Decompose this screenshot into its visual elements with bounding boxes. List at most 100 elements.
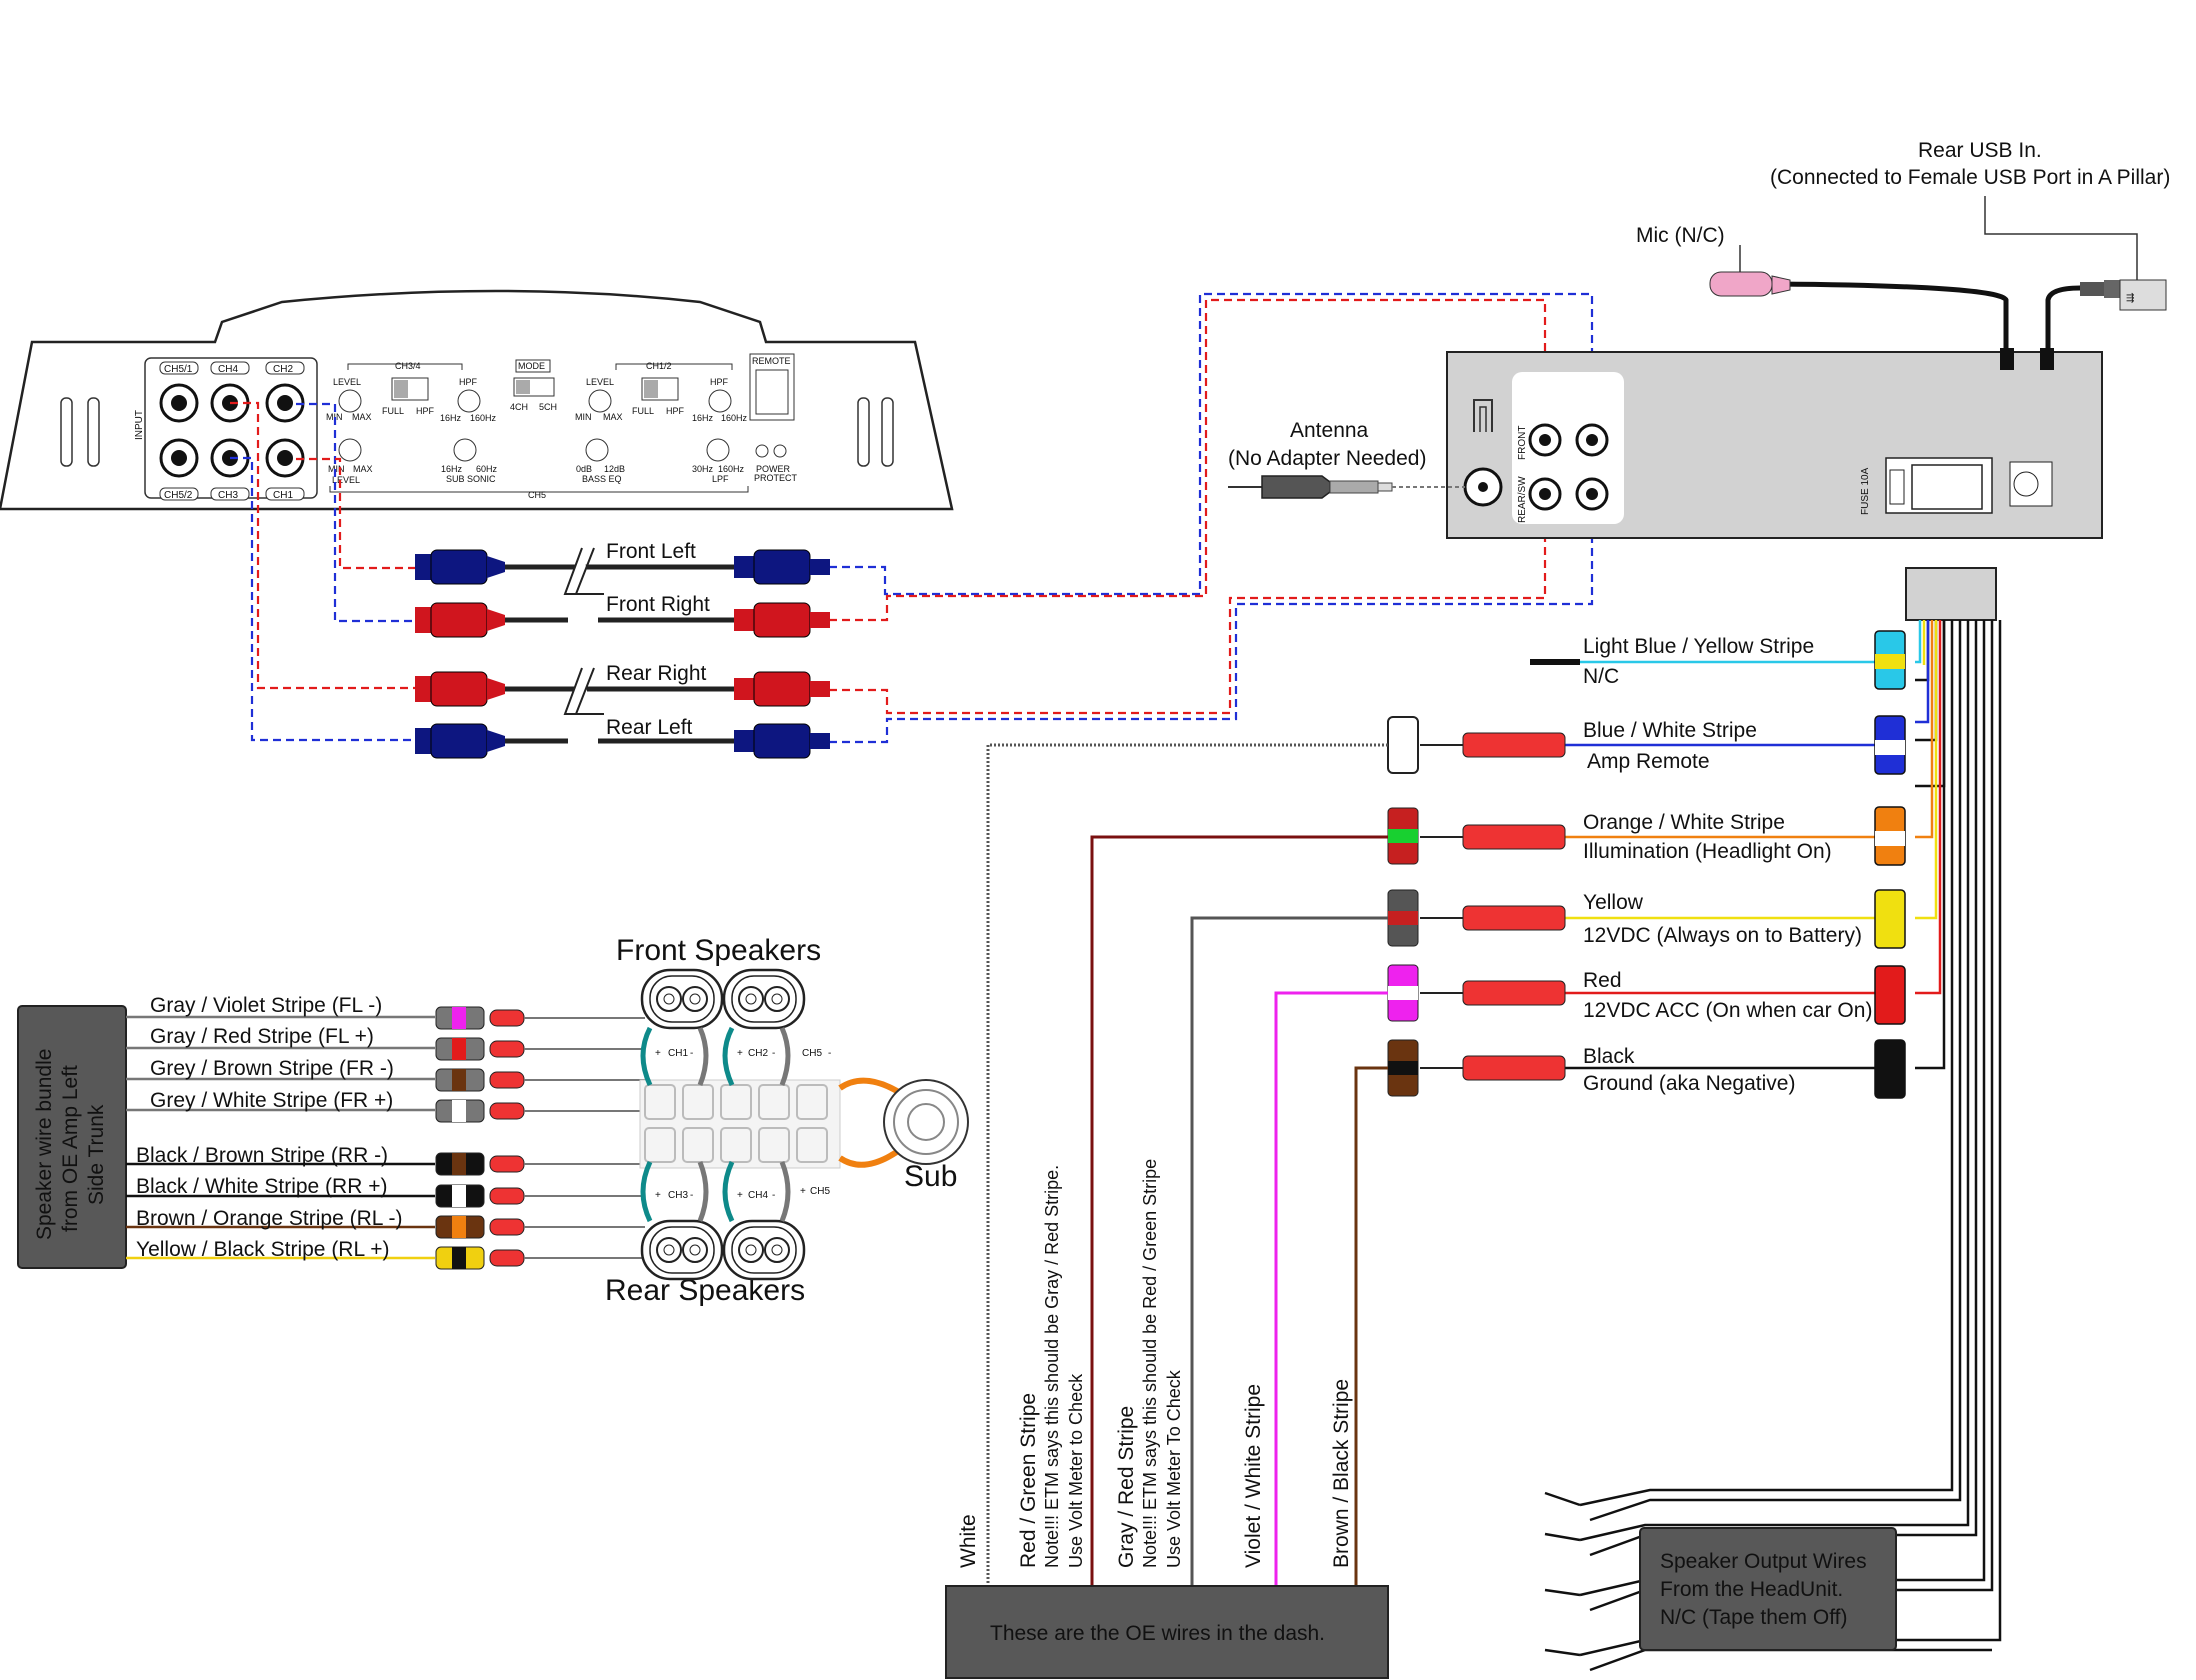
ch3-speaker-label: CH3 [668, 1190, 688, 1201]
harness-label-lightblue: Light Blue / Yellow Stripe [1583, 635, 1814, 658]
full-label-12: FULL [632, 406, 654, 416]
speaker-bundle-box [17, 1005, 127, 1269]
plus-ch4: + [737, 1190, 743, 1201]
hz16-label-sub: 16Hz [441, 464, 463, 474]
speaker-output-line2: From the HeadUnit. [1660, 1578, 1843, 1601]
plus-ch5: + [800, 1186, 806, 1197]
oe-note-gray-red: Note!!! ETM says this should be Red / Gr… [1140, 1159, 1160, 1568]
rca-signal-lines [230, 292, 1594, 744]
rca-label-rear-left: Rear Left [606, 716, 693, 739]
ch2-speaker-label: CH2 [748, 1048, 768, 1059]
ch5-speaker-label-top: CH5 [802, 1048, 822, 1059]
ch1-label: CH1 [273, 490, 293, 501]
mic-plug [1709, 271, 1773, 297]
head-unit-rca-jack [1528, 423, 1609, 511]
ch34-label: CH3/4 [395, 361, 421, 371]
protect-label: PROTECT [754, 473, 798, 483]
harness-label-blue: Blue / White Stripe [1583, 719, 1757, 742]
speaker-rear-left [640, 1219, 724, 1281]
minus-ch4: - [772, 1190, 775, 1201]
speaker-front-left [640, 968, 724, 1030]
mic-and-usb: Mic (N/C) ⇶ Rear USB In. (Connected to F… [1636, 139, 2170, 350]
ch51-label: CH5/1 [164, 364, 193, 375]
mode-4ch: 4CH [510, 402, 528, 412]
oe-label-red-green: Red / Green Stripe [1017, 1393, 1040, 1568]
max-label-b: MAX [353, 464, 373, 474]
harness-wire-black: Black Ground (aka Negative) [1565, 1039, 1906, 1099]
harness-desc-blue: Amp Remote [1587, 750, 1710, 773]
oe-label-gray-red: Gray / Red Stripe [1115, 1406, 1138, 1568]
harness-desc-yellow: 12VDC (Always on to Battery) [1583, 924, 1862, 947]
bundle-label-2: from OE Amp Left [59, 1065, 82, 1232]
rear-sw-label: REAR/SW [1517, 476, 1528, 523]
oe-note-gray-red-check: Use Volt Meter To Check [1164, 1369, 1184, 1568]
harness-wire-blue: Blue / White Stripe Amp Remote [1565, 715, 1906, 775]
speaker-wire-label-8: Yellow / Black Stripe (RL +) [136, 1238, 389, 1261]
rca-cable-front-right [415, 602, 830, 638]
rca-label-front-left: Front Left [606, 540, 696, 563]
ch52-label: CH5/2 [164, 490, 193, 501]
minus-ch3: - [690, 1190, 693, 1201]
wiring-harness: Speaker Output Wires From the HeadUnit. … [1530, 567, 2002, 1672]
speaker-wire-label-2: Gray / Red Stripe (FL +) [150, 1025, 374, 1048]
minus-ch2: - [772, 1048, 775, 1059]
sub-label: Sub [904, 1160, 957, 1193]
mode-5ch: 5CH [539, 402, 557, 412]
antenna-label: Antenna [1290, 419, 1369, 442]
max-label-12: MAX [603, 412, 623, 422]
hz160-label-34: 160Hz [470, 413, 497, 423]
oe-dash-wires: These are the OE wires in the dash. Whit… [945, 716, 1566, 1679]
power-label: POWER [756, 464, 791, 474]
min-label-b: MIN [328, 464, 345, 474]
bass-eq-label: BASS EQ [582, 474, 622, 484]
amplifier: INPUT CH5/1 CH4 CH2 CH5/2 CH3 CH1 LEVEL … [0, 289, 954, 511]
ch2-label: CH2 [273, 364, 293, 375]
oe-note-red-green-check: Use Volt Meter to Check [1066, 1373, 1086, 1568]
bundle-label-3: Side Trunk [85, 1104, 108, 1205]
usb-icon: ⇶ [2126, 292, 2134, 304]
ch5-label: CH5 [528, 490, 546, 500]
hpf-label-12b: HPF [710, 377, 729, 387]
bundle-label-1: Speaker wire bundle [33, 1049, 56, 1240]
harness-label-orange: Orange / White Stripe [1583, 811, 1785, 834]
harness-desc-lightblue: N/C [1583, 665, 1619, 688]
ch5-speaker-label-bottom: CH5 [810, 1186, 830, 1197]
speaker-wire-label-1: Gray / Violet Stripe (FL -) [150, 994, 382, 1017]
subwoofer [883, 1079, 969, 1165]
antenna-plug: Antenna (No Adapter Needed) [1228, 419, 1465, 499]
speaker-output-line3: N/C (Tape them Off) [1660, 1606, 1848, 1629]
level-label-b: LEVEL [332, 475, 360, 485]
minus-ch1: - [690, 1048, 693, 1059]
speaker-output-box [1639, 1527, 1897, 1651]
rca-cable-rear-left [415, 723, 830, 759]
hz160-label-12: 160Hz [721, 413, 748, 423]
oe-label-white: White [957, 1514, 980, 1568]
speaker-wire-label-7: Brown / Orange Stripe (RL -) [136, 1207, 402, 1230]
speaker-front-right [722, 968, 806, 1030]
rca-label-rear-right: Rear Right [606, 662, 707, 685]
rca-cable-rear-right [415, 671, 830, 707]
remote-label: REMOTE [752, 356, 791, 366]
speaker-wire-label-6: Black / White Stripe (RR +) [136, 1175, 387, 1198]
hpf-label-12: HPF [666, 406, 685, 416]
speakers-diagram: Front Speakers Rear Speakers [605, 934, 969, 1307]
full-label-34: FULL [382, 406, 404, 416]
plus-ch3: + [655, 1190, 661, 1201]
oe-note-red-green: Note!!! ETM says this should be Gray / R… [1042, 1165, 1062, 1568]
plus-ch2: + [737, 1048, 743, 1059]
oe-label-violet: Violet / White Stripe [1242, 1384, 1265, 1568]
mic-label: Mic (N/C) [1636, 224, 1725, 247]
min-label-12: MIN [575, 412, 592, 422]
hz60-label: 60Hz [476, 464, 498, 474]
amp-rca-jack [159, 383, 305, 478]
speaker-rear-right [722, 1219, 806, 1281]
speaker-wire-connectors [435, 1006, 525, 1270]
amp-input-label: INPUT [134, 410, 145, 440]
max-label: MAX [352, 412, 372, 422]
ch12-label: CH1/2 [646, 361, 672, 371]
harness-wire-orange: Orange / White Stripe Illumination (Head… [1565, 806, 1906, 866]
ch1-speaker-label: CH1 [668, 1048, 688, 1059]
front-speakers-title: Front Speakers [616, 934, 821, 967]
speaker-wire-label-5: Black / Brown Stripe (RR -) [136, 1144, 388, 1167]
